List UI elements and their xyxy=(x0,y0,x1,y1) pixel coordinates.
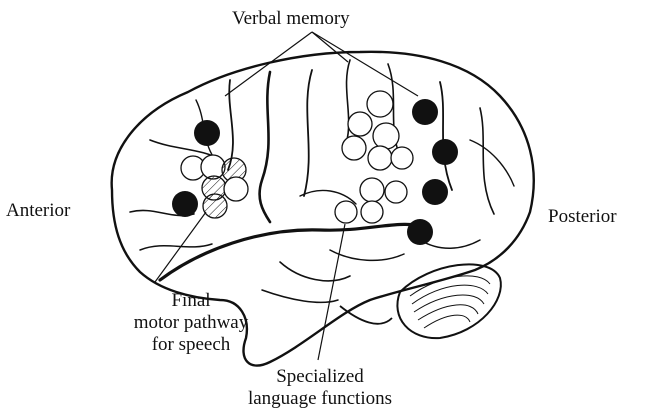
language-circle xyxy=(348,112,372,136)
language-circle xyxy=(368,146,392,170)
cerebellum xyxy=(397,264,500,338)
label-final-motor-pathway: Final motor pathway for speech xyxy=(110,290,272,356)
memory-dot xyxy=(432,139,458,165)
language-circle xyxy=(373,123,399,149)
label-specialized-language: Specialized language functions xyxy=(222,366,418,410)
label-posterior: Posterior xyxy=(548,206,617,228)
language-circle xyxy=(360,178,384,202)
label-final-motor-line: for speech xyxy=(110,334,272,356)
memory-dot xyxy=(194,120,220,146)
label-verbal-memory: Verbal memory xyxy=(232,8,350,30)
memory-dot xyxy=(172,191,198,217)
language-circle xyxy=(391,147,413,169)
memory-dot xyxy=(412,99,438,125)
memory-dot xyxy=(407,219,433,245)
label-anterior: Anterior xyxy=(6,200,70,222)
language-circle xyxy=(385,181,407,203)
label-final-motor-line: motor pathway xyxy=(110,312,272,334)
label-specialized-line: language functions xyxy=(222,388,418,410)
language-circle xyxy=(342,136,366,160)
label-specialized-line: Specialized xyxy=(222,366,418,388)
language-circle xyxy=(361,201,383,223)
language-circle xyxy=(335,201,357,223)
motor-circle xyxy=(224,177,248,201)
language-function-cluster xyxy=(335,91,413,223)
motor-circle xyxy=(203,194,227,218)
language-circle xyxy=(367,91,393,117)
brainstem xyxy=(340,306,392,324)
label-final-motor-line: Final xyxy=(110,290,272,312)
memory-dot xyxy=(422,179,448,205)
